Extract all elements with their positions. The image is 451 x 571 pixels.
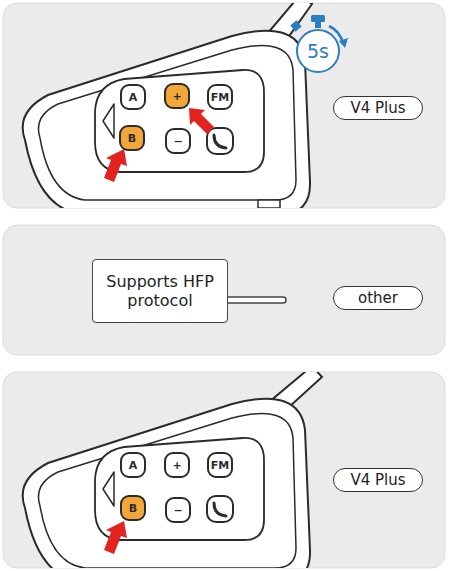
button: +	[164, 452, 190, 478]
button: A	[120, 84, 146, 110]
microphone-boom	[224, 297, 286, 303]
button: −	[165, 497, 191, 523]
stopwatch-button	[311, 15, 325, 22]
label-text: +	[172, 459, 181, 472]
timer-circle: 5s	[296, 29, 340, 73]
red-arrow	[104, 149, 127, 182]
device-housing	[23, 31, 310, 208]
button-highlighted: +	[164, 83, 190, 109]
housing-rim	[38, 414, 296, 569]
device-housing	[23, 399, 310, 568]
label-text: FM	[211, 459, 229, 472]
red-arrow	[189, 108, 214, 134]
label-text: B	[129, 502, 137, 515]
note-box: Supports HFP protocol	[92, 259, 228, 323]
model-pill: V4 Plus	[333, 468, 423, 492]
phone-button	[207, 496, 233, 522]
label-text: +	[172, 90, 181, 103]
phone-icon	[214, 503, 226, 516]
stopwatch-stem	[315, 21, 321, 28]
label-text: V4 Plus	[350, 471, 405, 489]
led-window	[103, 472, 114, 506]
label-text: −	[173, 135, 182, 148]
intercom-device	[23, 372, 322, 568]
red-arrow	[104, 521, 127, 554]
phone-button	[207, 128, 233, 154]
led-window	[103, 104, 114, 138]
arc-head	[339, 38, 348, 48]
label-text: A	[129, 459, 138, 472]
label-text: 5s	[307, 40, 329, 62]
button-highlighted: B	[119, 125, 145, 151]
port	[258, 200, 280, 208]
label-text: FM	[211, 91, 229, 104]
label-text: B	[128, 132, 136, 145]
label-text: −	[173, 504, 182, 517]
intercom-device	[23, 3, 312, 208]
model-pill: other	[333, 286, 423, 310]
label-text: other	[358, 289, 398, 307]
label-text: A	[129, 91, 138, 104]
housing-rim	[38, 46, 296, 201]
stopwatch-lug	[290, 20, 301, 31]
label-text: Supports HFP protocol	[104, 272, 216, 310]
phone-icon	[214, 135, 226, 148]
model-pill: V4 Plus	[333, 96, 423, 120]
button: A	[120, 452, 146, 478]
button: −	[165, 128, 191, 154]
label-text: V4 Plus	[350, 99, 405, 117]
button-highlighted: B	[120, 495, 146, 521]
button: FM	[207, 84, 233, 110]
panel	[3, 225, 445, 355]
button: FM	[207, 452, 233, 478]
